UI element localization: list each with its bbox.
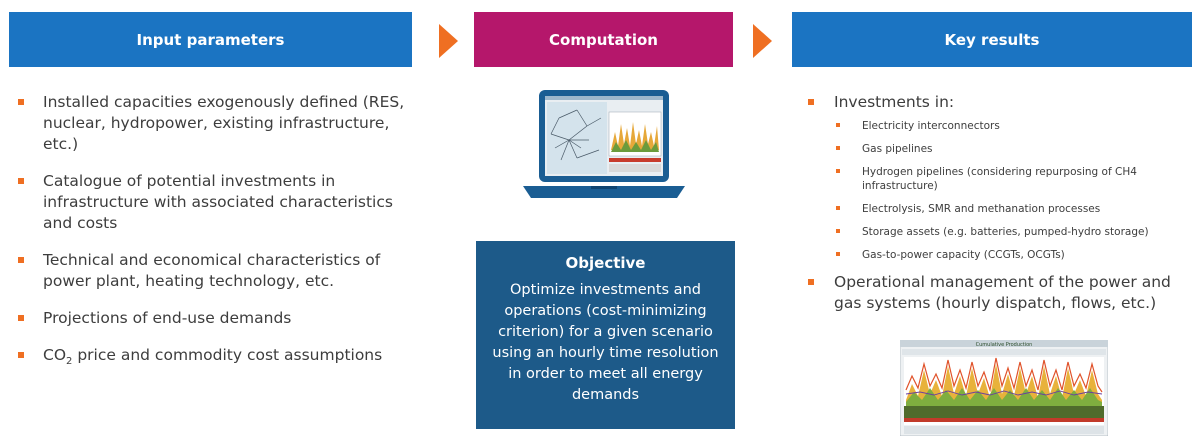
header-key-results-label: Key results bbox=[944, 30, 1040, 49]
list-item-text: Catalogue of potential investments in in… bbox=[43, 172, 393, 232]
header-input-label: Input parameters bbox=[136, 30, 285, 49]
list-item-text: Projections of end-use demands bbox=[43, 309, 292, 327]
list-item: Projections of end-use demands bbox=[18, 308, 418, 329]
list-item: CO2 price and commodity cost assumptions bbox=[18, 345, 418, 372]
bullet-icon bbox=[836, 229, 840, 233]
objective-text: Optimize investments and operations (cos… bbox=[492, 282, 719, 403]
co2-subscript: 2 bbox=[66, 356, 73, 368]
input-parameters-list: Installed capacities exogenously defined… bbox=[18, 92, 418, 388]
sub-list-item-text: Storage assets (e.g. batteries, pumped-h… bbox=[862, 226, 1149, 238]
list-item-text: Operational management of the power and … bbox=[834, 273, 1171, 312]
objective-title: Objective bbox=[565, 254, 646, 272]
bullet-icon bbox=[836, 146, 840, 150]
sub-list-item-text: Hydrogen pipelines (considering repurpos… bbox=[862, 166, 1137, 192]
bullet-icon bbox=[808, 99, 814, 105]
sub-list-item-text: Gas pipelines bbox=[862, 143, 933, 155]
list-item: Technical and economical characteristics… bbox=[18, 250, 418, 292]
bullet-icon bbox=[18, 315, 24, 321]
sub-list-item-text: Gas-to-power capacity (CCGTs, OCGTs) bbox=[862, 249, 1065, 261]
bullet-icon bbox=[836, 123, 840, 127]
bullet-icon bbox=[18, 257, 24, 263]
sub-list-item: Electrolysis, SMR and methanation proces… bbox=[834, 202, 1194, 216]
laptop-illustration bbox=[523, 90, 685, 198]
bullet-icon bbox=[836, 206, 840, 210]
header-key-results: Key results bbox=[792, 12, 1192, 67]
investments-label: Investments in: bbox=[834, 93, 955, 111]
list-item: Operational management of the power and … bbox=[808, 272, 1194, 314]
sub-list-item: Gas pipelines bbox=[834, 142, 1194, 156]
sub-list-item-text: Electricity interconnectors bbox=[862, 120, 1000, 132]
list-item: Installed capacities exogenously defined… bbox=[18, 92, 418, 155]
header-computation-label: Computation bbox=[549, 30, 658, 49]
bullet-icon bbox=[18, 352, 24, 358]
sub-list-item: Electricity interconnectors bbox=[834, 119, 1194, 133]
bullet-icon bbox=[808, 279, 814, 285]
dispatch-chart-screenshot: Cumulative Production bbox=[900, 340, 1108, 436]
sub-list-item: Hydrogen pipelines (considering repurpos… bbox=[834, 165, 1194, 193]
objective-box: Objective Optimize investments and opera… bbox=[476, 241, 735, 429]
sub-list-item: Gas-to-power capacity (CCGTs, OCGTs) bbox=[834, 248, 1194, 262]
bullet-icon bbox=[18, 178, 24, 184]
list-item: Catalogue of potential investments in in… bbox=[18, 171, 418, 234]
co2-label: CO2 price and commodity cost assumptions bbox=[43, 346, 383, 368]
list-item: Investments in: Electricity interconnect… bbox=[808, 92, 1194, 262]
list-item-text: Installed capacities exogenously defined… bbox=[43, 93, 405, 153]
header-input-parameters: Input parameters bbox=[9, 12, 412, 67]
bullet-icon bbox=[836, 252, 840, 256]
screenshot-title: Cumulative Production bbox=[976, 342, 1033, 348]
bullet-icon bbox=[18, 99, 24, 105]
header-computation: Computation bbox=[474, 12, 733, 67]
bullet-icon bbox=[836, 169, 840, 173]
key-results-list: Investments in: Electricity interconnect… bbox=[808, 92, 1194, 314]
list-item-text: Technical and economical characteristics… bbox=[43, 251, 381, 290]
arrow-right-icon bbox=[753, 24, 772, 58]
sub-list-item: Storage assets (e.g. batteries, pumped-h… bbox=[834, 225, 1194, 239]
sub-list-item-text: Electrolysis, SMR and methanation proces… bbox=[862, 203, 1101, 215]
list-item-text: price and commodity cost assumptions bbox=[77, 346, 383, 364]
arrow-right-icon bbox=[439, 24, 458, 58]
co2-prefix: CO bbox=[43, 346, 67, 364]
investments-sublist: Electricity interconnectors Gas pipeline… bbox=[834, 119, 1194, 262]
